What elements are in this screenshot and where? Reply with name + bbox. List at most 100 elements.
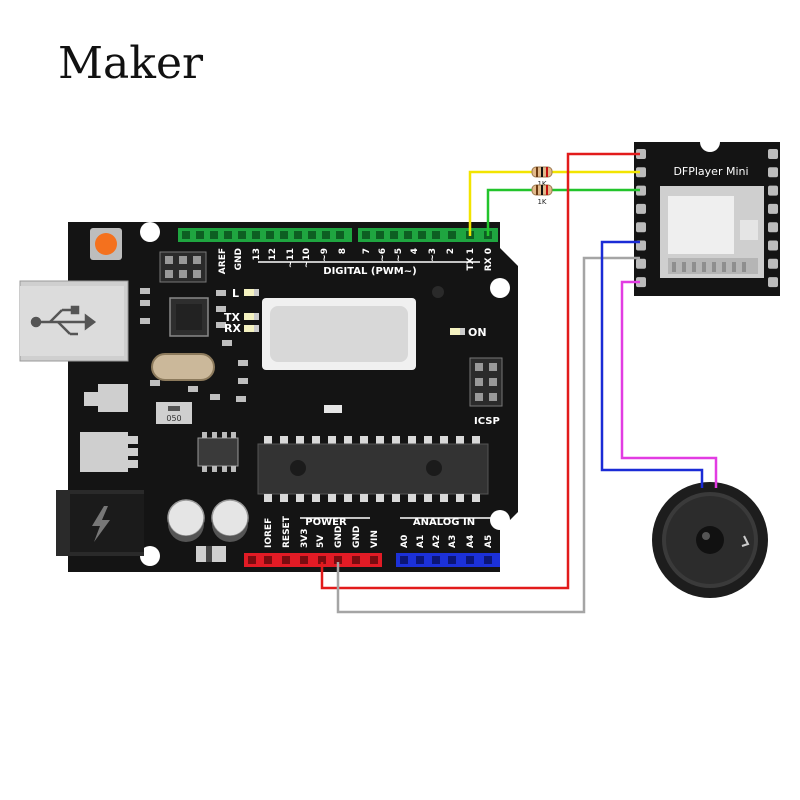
header-pin xyxy=(362,231,370,239)
on-led: ON xyxy=(450,326,487,339)
header-pin xyxy=(182,231,190,239)
wire-speaker-1 xyxy=(600,240,704,488)
digital-pin-label: ~11 xyxy=(286,248,296,268)
header-pin xyxy=(370,556,378,564)
capacitor xyxy=(167,499,249,542)
header-pin xyxy=(294,231,302,239)
smd-parts xyxy=(140,288,342,413)
header-pin xyxy=(400,556,408,564)
chip-pin xyxy=(376,494,384,502)
digital-pin-label: ~5 xyxy=(394,248,404,262)
mount-hole xyxy=(140,222,160,242)
power-pin-label: IOREF xyxy=(264,518,274,548)
chip-pin xyxy=(408,436,416,444)
module-pin xyxy=(636,203,646,214)
header-pin xyxy=(448,556,456,564)
analog-pin-label: A1 xyxy=(416,535,426,548)
power-pin-label: 5V xyxy=(316,535,326,548)
header-pin xyxy=(238,231,246,239)
analog-pin-label: A5 xyxy=(484,535,494,548)
digital-pin-label: 2 xyxy=(446,248,456,254)
on-label: ON xyxy=(468,326,487,339)
arduino-board: 050 xyxy=(19,222,518,572)
wires xyxy=(320,152,718,614)
atmega328-chip xyxy=(257,436,489,502)
digital-pin-label: 4 xyxy=(410,248,420,254)
chip-pin xyxy=(392,436,400,444)
module-pin xyxy=(768,277,778,288)
digital-pin-label: 12 xyxy=(268,248,278,261)
chip-pin xyxy=(280,494,288,502)
analog-pin-label: A0 xyxy=(400,535,410,548)
digital-pin-label: 7 xyxy=(362,248,372,254)
module-pin xyxy=(768,167,778,178)
lightning-icon xyxy=(92,506,110,542)
small-ic: 050 xyxy=(156,402,192,424)
chip-pin xyxy=(472,494,480,502)
header-pin xyxy=(266,231,274,239)
digital-pin-label: RX 0 xyxy=(484,248,494,271)
chip-pin xyxy=(344,494,352,502)
chip-pin xyxy=(440,436,448,444)
led-label-rx: RX xyxy=(224,322,241,335)
power-header-bar xyxy=(244,553,382,567)
chip-pin xyxy=(328,494,336,502)
header-pin xyxy=(308,231,316,239)
resistor-1: 1K xyxy=(531,166,553,188)
header-pin xyxy=(280,231,288,239)
chip-pin xyxy=(296,436,304,444)
digital-pin-label: TX 1 xyxy=(466,248,476,270)
usb-chip xyxy=(169,297,209,337)
chip-pin xyxy=(296,494,304,502)
module-pin xyxy=(768,149,778,159)
dfplayer-module: DFPlayer Mini xyxy=(634,142,780,296)
header-pin xyxy=(390,231,398,239)
mount-hole xyxy=(490,278,510,298)
digital-pin-label: ~10 xyxy=(302,248,312,268)
wire-vcc xyxy=(320,152,640,590)
chip-pin xyxy=(280,436,288,444)
chip-pin xyxy=(360,436,368,444)
module-pin xyxy=(636,167,646,178)
chip-pin xyxy=(312,494,320,502)
analog-header-label: ANALOG IN xyxy=(413,517,475,528)
led-label-l: L xyxy=(232,287,239,300)
module-pin xyxy=(768,185,778,196)
chip-pin xyxy=(328,436,336,444)
digital-pin-label: GND xyxy=(234,248,244,270)
header-pin xyxy=(300,556,308,564)
chip-pin xyxy=(456,436,464,444)
resistor-1-label: 1K xyxy=(537,180,546,188)
usb-icon xyxy=(30,305,97,336)
digital-pin-label: 13 xyxy=(252,248,262,261)
power-pin-label: GND xyxy=(334,526,344,548)
header-pin xyxy=(352,556,360,564)
module-pin xyxy=(636,258,646,269)
header-pin xyxy=(404,231,412,239)
header-pin xyxy=(448,231,456,239)
mount-hole xyxy=(140,546,160,566)
sd-card-slot xyxy=(660,186,764,278)
voltage-regulator xyxy=(80,384,138,472)
chip-pin xyxy=(408,494,416,502)
led-label-tx: TX xyxy=(224,311,241,324)
icsp-header: ICSP xyxy=(469,357,503,427)
power-pin-label: GND xyxy=(352,526,362,548)
mount-hole xyxy=(490,510,510,530)
chip-pin xyxy=(264,436,272,444)
chip-pin xyxy=(392,494,400,502)
resistor-2-label: 1K xyxy=(537,198,546,206)
header-pin xyxy=(282,556,290,564)
module-pin xyxy=(768,258,778,269)
resistor-2: 1K xyxy=(531,184,553,206)
wire-tx xyxy=(468,170,532,236)
module-pin xyxy=(636,222,646,233)
screw-hole xyxy=(432,286,444,298)
header-pin xyxy=(466,556,474,564)
analog-pin-label: A2 xyxy=(432,535,442,548)
wire-rx xyxy=(486,188,532,236)
op-amp-chip xyxy=(197,432,239,472)
